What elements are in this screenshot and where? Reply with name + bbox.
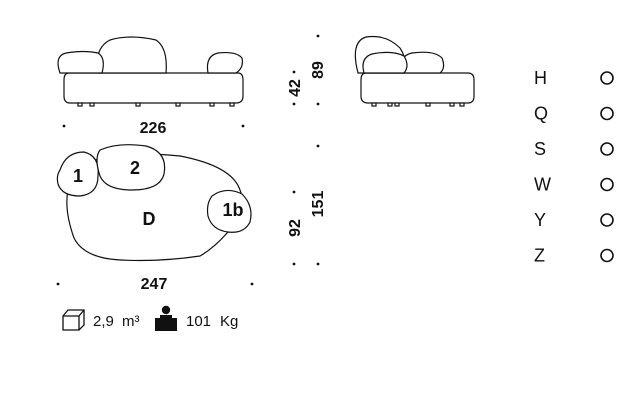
side-view bbox=[354, 35, 475, 107]
dim-dot bbox=[316, 34, 320, 38]
legend-swatch bbox=[600, 248, 614, 263]
dim-dot bbox=[292, 262, 296, 266]
legend-letter: S bbox=[534, 139, 546, 159]
legend-swatch bbox=[600, 177, 614, 192]
plan-width-dim: 247 bbox=[141, 276, 168, 293]
dim-dot bbox=[292, 102, 296, 106]
dim-dot bbox=[241, 124, 245, 128]
volume-value: 2,9 bbox=[93, 313, 114, 330]
legend-letter: W bbox=[534, 175, 551, 195]
plan-depth-inner-dim: 92 bbox=[287, 219, 304, 237]
legend-swatch bbox=[600, 71, 614, 85]
dim-dot bbox=[316, 102, 320, 106]
front-width-dim: 226 bbox=[140, 120, 167, 137]
module-d-label: D bbox=[143, 209, 156, 229]
volume-unit: m³ bbox=[122, 313, 140, 330]
dim-dot bbox=[292, 190, 296, 194]
dim-dot bbox=[316, 262, 320, 266]
legend-letter: Q bbox=[534, 104, 548, 124]
front-view bbox=[57, 36, 244, 107]
weight-unit: Kg bbox=[220, 313, 238, 330]
legend-swatch bbox=[600, 213, 614, 227]
legend-swatch bbox=[600, 142, 614, 156]
dim-dot bbox=[62, 124, 66, 128]
module-1b-label: 1b bbox=[222, 200, 243, 220]
module-2-label: 2 bbox=[130, 158, 140, 178]
legend-swatch bbox=[600, 106, 614, 121]
volume-icon bbox=[62, 309, 85, 331]
dim-dot bbox=[292, 70, 296, 74]
legend-letter: Z bbox=[534, 246, 545, 266]
weight-icon bbox=[155, 305, 177, 331]
module-1-label: 1 bbox=[73, 166, 83, 186]
weight-value: 101 bbox=[186, 313, 211, 330]
overall-height-dim: 89 bbox=[310, 61, 327, 79]
dim-dot bbox=[56, 282, 60, 286]
dim-dot bbox=[316, 144, 320, 148]
dim-dot bbox=[250, 282, 254, 286]
seat-height-dim: 42 bbox=[287, 79, 304, 97]
plan-depth-overall-dim: 151 bbox=[310, 191, 327, 218]
plan-view bbox=[56, 144, 252, 262]
legend-letter: Y bbox=[534, 210, 546, 230]
legend-letter: H bbox=[534, 68, 547, 88]
